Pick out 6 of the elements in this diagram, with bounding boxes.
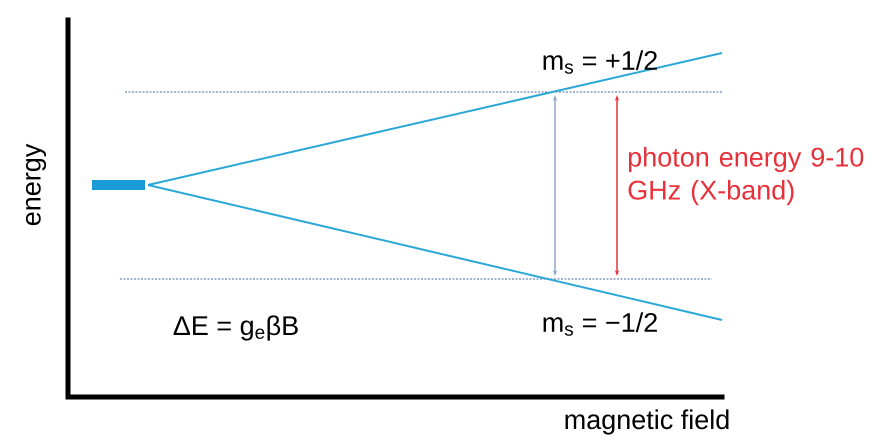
photon-energy-note: photon energy 9-10 GHz (X-band) [628,146,864,206]
level-label: m$_{s}$ = −1/2 [544,312,657,336]
axis-label: energy [26,144,46,226]
formula-label: ΔE = g$_{e}$βB [174,315,298,341]
axis-label: magnetic field [566,409,728,435]
level-label: m$_{s}$ = +1/2 [544,50,657,74]
